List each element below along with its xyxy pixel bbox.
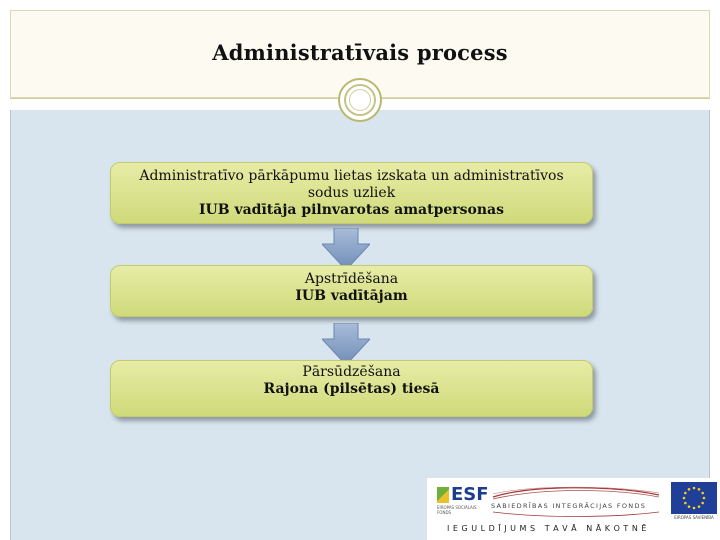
fund-swoosh-lower-icon <box>492 511 660 517</box>
eu-star-icon <box>692 486 696 490</box>
eu-flag-icon <box>671 482 717 514</box>
esf-subtext: EIROPAS SOCIĀLAIS FONDS <box>437 505 477 515</box>
down-arrow-icon <box>322 228 370 270</box>
process-step-1: Administratīvo pārkāpumu lietas izskata … <box>110 162 593 224</box>
down-arrow-icon <box>322 323 370 365</box>
fund-name: SABIEDRĪBAS INTEGRĀCIJAS FONDS <box>491 502 647 510</box>
step-1-authority: IUB vadītāja pilnvarotas amatpersonas <box>199 202 504 218</box>
eu-star-icon <box>702 496 706 500</box>
eu-star-icon <box>697 505 701 508</box>
step-2-authority: IUB vadītājam <box>295 288 408 304</box>
esf-logo-text: ESF <box>451 484 489 505</box>
process-step-3: Pārsūdzēšana Rajona (pilsētas) tiesā <box>110 360 593 417</box>
fund-swoosh-icon <box>492 486 660 500</box>
step-1-text-line-2: sodus uzliek <box>307 185 396 201</box>
eu-star-icon <box>684 501 687 505</box>
eu-star-icon <box>687 505 691 508</box>
process-step-2: Apstrīdēšana IUB vadītājam <box>110 265 593 317</box>
footer-slogan: I E G U L D Ī J U M S T A V Ā N Ā K O T … <box>447 524 647 533</box>
step-1-text-line-1: Administratīvo pārkāpumu lietas izskata … <box>139 168 564 184</box>
eu-star-icon <box>692 506 696 510</box>
esf-logo-icon <box>437 487 449 503</box>
step-3-text-line-1: Pārsūdzēšana <box>302 364 401 380</box>
footer-logos: ESF EIROPAS SOCIĀLAIS FONDS SABIEDRĪBAS … <box>427 478 720 540</box>
step-2-text-line-1: Apstrīdēšana <box>304 271 399 287</box>
eu-label: EIROPAS SAVIENĪBA <box>674 515 714 520</box>
step-3-authority: Rajona (pilsētas) tiesā <box>263 381 440 397</box>
slide-title: Administratīvais process <box>212 40 508 65</box>
eu-star-icon <box>701 501 704 505</box>
eu-star-icon <box>687 488 691 491</box>
eu-star-icon <box>697 488 701 491</box>
eu-star-icon <box>701 491 704 495</box>
decorative-medallion-icon <box>338 78 382 122</box>
eu-star-icon <box>682 496 686 500</box>
eu-star-icon <box>684 491 687 495</box>
